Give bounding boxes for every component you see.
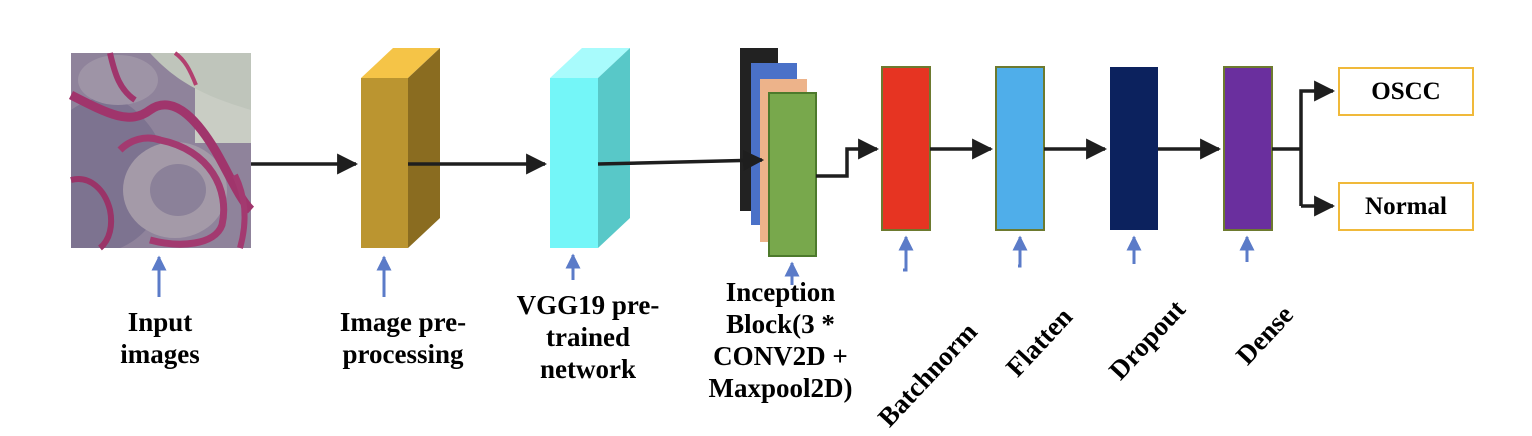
dense-block [1223, 66, 1273, 231]
pointer-arrows [151, 235, 1255, 297]
flatten-block [995, 66, 1045, 231]
label-input-images: Input images [120, 307, 200, 369]
output-normal-box: Normal [1338, 182, 1474, 231]
label-vgg19-network: VGG19 pre- trained network [516, 290, 660, 384]
label-inception-block: Inception Block(3 * CONV2D + Maxpool2D) [708, 277, 853, 403]
preprocessing-block [361, 48, 440, 248]
batchnorm-block [881, 66, 931, 231]
input-histology-image [68, 51, 255, 251]
flow-arrows [251, 80, 1336, 217]
vgg19-block [550, 48, 630, 248]
label-image-preprocessing: Image pre- processing [339, 307, 467, 369]
dropout-block [1110, 67, 1158, 230]
inception-block [740, 48, 817, 257]
output-oscc-box: OSCC [1338, 67, 1474, 116]
